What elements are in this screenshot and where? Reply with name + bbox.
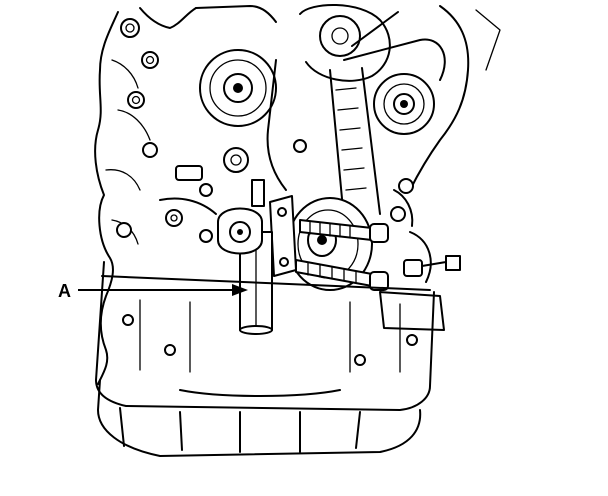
right-housing bbox=[390, 5, 501, 227]
callout-arrow bbox=[78, 284, 248, 296]
camshaft-pulley-left bbox=[199, 49, 277, 127]
callout-label: A bbox=[58, 281, 71, 301]
oil-pan bbox=[95, 261, 445, 457]
special-tool-icon bbox=[217, 179, 297, 335]
sensor-connector bbox=[403, 231, 461, 283]
timing-belt bbox=[266, 11, 446, 221]
camshaft-pulley-top bbox=[299, 4, 391, 82]
tool-bolts bbox=[295, 219, 389, 291]
idler-pulley-right bbox=[373, 73, 435, 135]
engine-block-outline bbox=[94, 5, 277, 385]
block-bolts bbox=[116, 18, 159, 238]
middle-hardware bbox=[159, 139, 307, 243]
